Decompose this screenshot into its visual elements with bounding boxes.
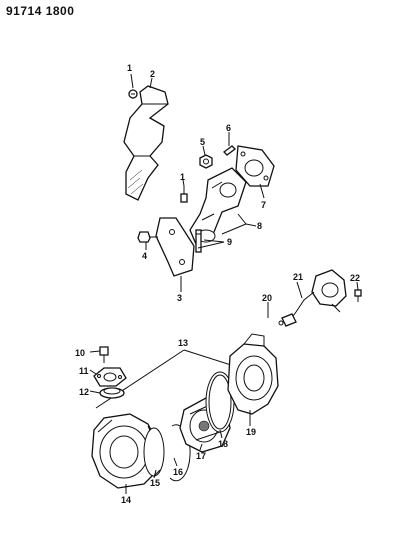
bolt-icon [99,346,109,363]
stud-icon [223,145,236,156]
bolt-icon [180,186,188,203]
callout-label: 8 [257,221,262,231]
callout-label: 2 [150,69,155,79]
callout-label: 3 [177,293,182,303]
actuator-rod-part [278,291,315,327]
heat-shield-part [123,85,169,201]
document-id: 91714 1800 [6,4,75,18]
callout-label: 22 [350,273,360,283]
callout-label: 5 [200,137,205,147]
bolt-icon [128,89,138,99]
compressor-housing-part [227,333,279,415]
callout-label: 17 [196,451,206,461]
callout-label: 18 [218,439,228,449]
callout-label: 15 [150,478,160,488]
callout-label: 1 [180,172,185,182]
o-ring-part [205,371,235,433]
callout-label: 9 [227,237,232,247]
callout-label: 7 [261,200,266,210]
callout-label: 16 [173,467,183,477]
seal-ring-part [99,387,125,399]
callout-label: 4 [142,251,147,261]
mounting-bracket-part [155,217,195,277]
nut-icon [199,154,213,169]
gasket-part [235,145,275,187]
callout-label: 10 [75,348,85,358]
callout-label: 1 [127,63,132,73]
snap-ring-part [169,424,191,482]
turbine-housing-part [91,413,159,489]
callout-label: 11 [79,366,89,376]
callout-label: 13 [178,338,188,348]
callout-label: 12 [79,387,89,397]
bolt-icon [354,289,362,302]
wastegate-actuator-part [311,269,347,313]
flange-gasket-part [93,367,127,387]
leader-lines [89,73,359,494]
callout-label: 19 [246,427,256,437]
callout-label: 21 [293,272,303,282]
callout-label: 6 [226,123,231,133]
pin-icon [195,229,202,253]
callout-label: 14 [121,495,131,505]
bolt-icon [137,231,158,243]
callout-label: 20 [262,293,272,303]
clamp-part [143,427,165,477]
